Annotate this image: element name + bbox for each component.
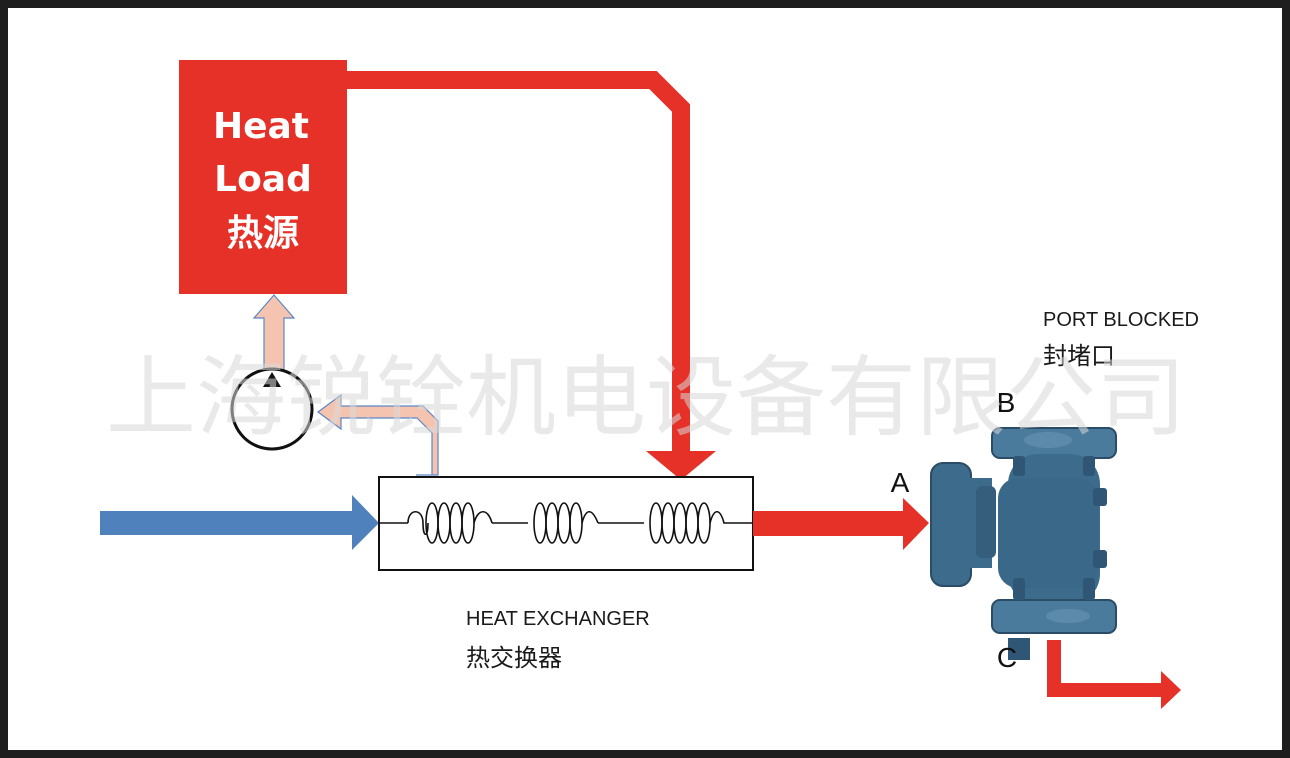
hot-supply-arrowhead — [646, 451, 716, 480]
three-way-valve — [930, 427, 1117, 660]
heat-load-line-3: 热源 — [227, 213, 299, 254]
heat-exchanger-label-cn: 热交换器 — [466, 644, 562, 672]
cold-inlet-pipe — [100, 511, 354, 535]
company-watermark: 上海锐铨机电设备有限公司 — [106, 346, 1186, 449]
pump-to-heat-load-pipe — [252, 294, 296, 375]
hot-outlet-arrowhead — [903, 498, 929, 550]
heat-exchanger-box — [378, 476, 754, 571]
heat-load-line-1: Heat — [213, 106, 309, 147]
heat-exchanger-coil — [380, 502, 752, 544]
heat-load-line-2: Load — [214, 159, 312, 200]
diagram-canvas: Heat Load 热源 — [8, 8, 1282, 750]
heat-load-box — [179, 60, 347, 294]
port-c-label: C — [997, 642, 1017, 673]
outlet-c-arrowhead — [1161, 671, 1181, 709]
cold-inlet-arrowhead — [352, 495, 379, 550]
port-blocked-label-en: PORT BLOCKED — [1043, 309, 1199, 331]
pump-triangle-icon — [263, 372, 281, 387]
pump-circle — [230, 367, 314, 451]
heat-exchanger-label-en: HEAT EXCHANGER — [466, 608, 650, 630]
outlet-c-pipe — [1047, 640, 1163, 697]
port-b-label: B — [997, 387, 1016, 418]
hot-outlet-pipe — [753, 511, 905, 536]
hot-supply-pipe — [346, 71, 690, 453]
port-a-label: A — [891, 467, 910, 498]
port-blocked-label-cn: 封堵口 — [1043, 342, 1115, 370]
flow-diagram: Heat Load 热源 — [100, 60, 1199, 709]
return-pipe-shape — [316, 393, 439, 476]
